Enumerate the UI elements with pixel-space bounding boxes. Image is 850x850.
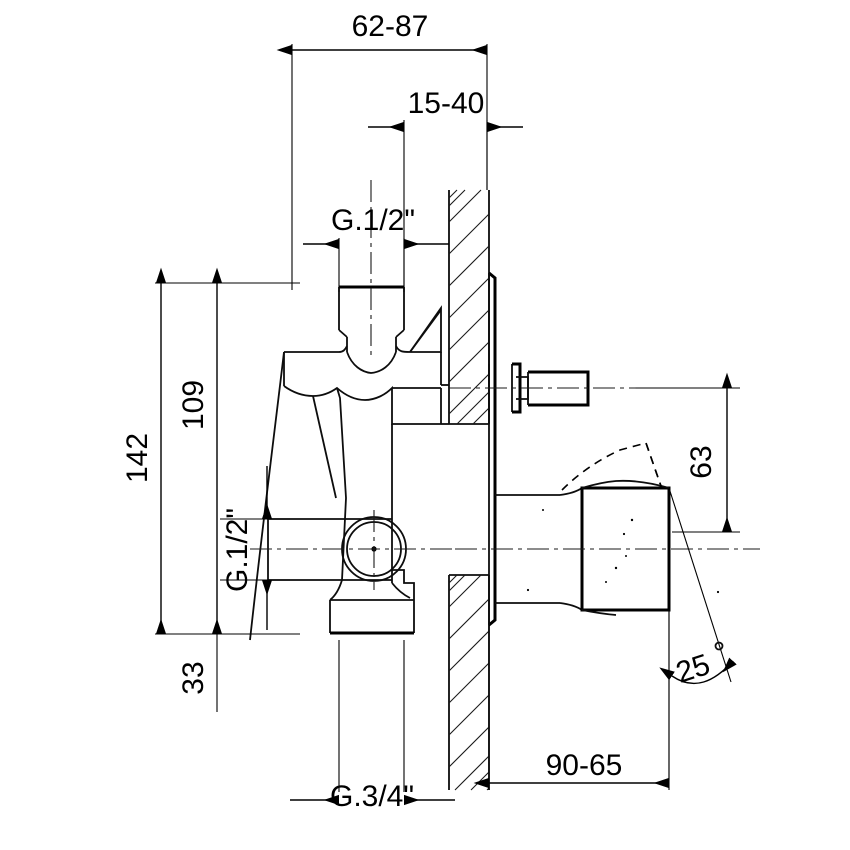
- dimension-label-thread-side: G.1/2": [221, 508, 254, 592]
- dimension-label-right-vertical: 63: [685, 445, 718, 478]
- dimension-33: 33: [177, 634, 218, 712]
- dimension-label-bottom-projection: 90-65: [546, 749, 623, 782]
- handle-rotated-position-dashed: [561, 442, 663, 491]
- valve-body: [249, 285, 720, 641]
- wall-section: [448, 189, 490, 791]
- dimension-62-87: 62-87: [276, 10, 488, 290]
- escutcheon-plate: [488, 271, 497, 627]
- dimension-thread-bottom: G.3/4": [290, 640, 455, 813]
- dimension-label-left-inner: 109: [177, 380, 210, 430]
- dimension-thread-side: G.1/2": [220, 466, 290, 630]
- dimension-label-thread-bottom: G.3/4": [330, 780, 414, 813]
- wall-hatch-lower: [448, 574, 490, 791]
- dimension-15-40: 15-40: [368, 87, 523, 290]
- wall-hatch-upper: [448, 189, 490, 425]
- dimension-63: 63: [640, 372, 740, 533]
- dimension-109: 109: [177, 267, 223, 634]
- dimension-thread-top: G.1/2": [303, 204, 449, 292]
- dimension-label-left-overall: 142: [121, 433, 154, 483]
- dimension-label-top-overall: 62-87: [352, 10, 429, 43]
- dimension-label-left-bottom: 33: [177, 661, 210, 694]
- dimension-label-thread-top: G.1/2": [331, 204, 415, 237]
- dimension-label-angle: 25: [672, 648, 714, 690]
- center-lines: [250, 180, 760, 550]
- dimension-90-65: 90-65: [473, 610, 670, 790]
- dimension-label-top-inner: 15-40: [408, 87, 485, 120]
- dimension-142: 142: [121, 267, 300, 635]
